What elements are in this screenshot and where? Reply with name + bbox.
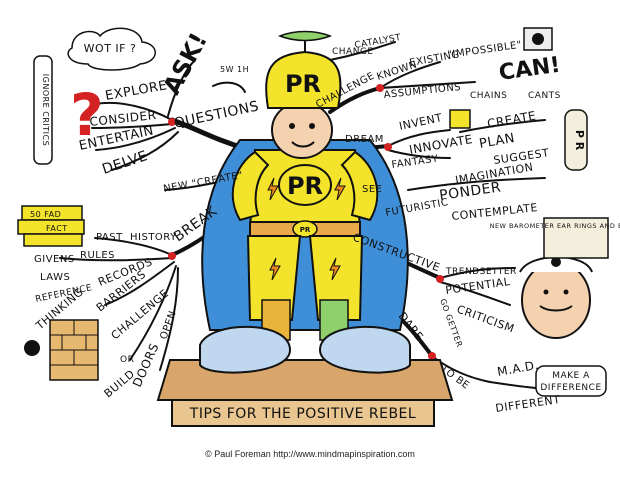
lightbulb-icon <box>449 109 471 129</box>
map-title: TIPS FOR THE POSITIVE REBEL <box>189 406 416 422</box>
scroll-letters: P R <box>573 130 586 151</box>
boots <box>199 325 411 374</box>
delve-label: DELVE <box>100 148 149 178</box>
brick-wall-icon <box>49 319 99 381</box>
explore-label: EXPLORE <box>104 78 168 104</box>
can-label: CAN! <box>497 53 562 86</box>
record-disc-icon <box>24 340 40 356</box>
impossible-label: "IMPOSSIBLE" <box>447 40 523 61</box>
invent-label: INVENT <box>398 111 444 133</box>
cants-label: CANTS <box>528 91 561 101</box>
doors-label: DOORS <box>130 341 162 389</box>
chest-letters: PR <box>287 172 323 200</box>
trendsetter-label: TRENDSETTER <box>445 267 517 277</box>
or-label: OR <box>120 355 134 365</box>
contemplate-label: CONTEMPLATE <box>451 201 538 223</box>
make-a-label: MAKE A <box>552 371 590 381</box>
chains-label: CHAINS <box>470 91 507 101</box>
laws-label: LAWS <box>40 272 70 283</box>
make-a-difference-box <box>535 365 607 397</box>
hat-note-label: NEW BAROMETER EAR RINGS AND BROLLY CAP <box>490 222 620 230</box>
change-label: CHANGE <box>332 47 374 57</box>
hat-letters: PR <box>285 70 321 98</box>
criticism-label: CRITICISM <box>455 303 516 336</box>
credit-line: © Paul Foreman http://www.mindmapinspira… <box>205 449 415 459</box>
open-label: OPEN <box>158 309 178 341</box>
difference-label: DIFFERENCE <box>540 383 601 393</box>
question-mark-icon: ? <box>70 81 104 149</box>
questions-label: QUESTIONS <box>173 98 261 132</box>
five-w-one-h-label: 5W 1H <box>220 65 249 74</box>
history-label: HISTORY <box>130 232 177 243</box>
book-stack-icon <box>17 205 85 247</box>
consider-label: CONSIDER <box>89 108 157 129</box>
mad-label: M.A.D. <box>496 358 540 379</box>
different-label: DIFFERENT <box>495 393 562 415</box>
thought-cloud <box>67 27 156 71</box>
book-fact-label: FACT <box>46 224 68 233</box>
ignore-critics-scroll <box>33 55 53 165</box>
rules-label: RULES <box>80 250 115 261</box>
belt-letters: PR <box>300 226 311 234</box>
character-head-right <box>519 256 593 339</box>
past-label: PAST <box>96 232 123 243</box>
ignore-critics-label: IGNORE CRITICS <box>41 74 50 146</box>
dream-label: DREAM <box>345 134 384 145</box>
givens-label: GIVENS <box>34 254 75 265</box>
create-label: CREATE <box>486 109 537 131</box>
hat-note-scroll <box>543 217 609 259</box>
book-fad-label: 50 FAD <box>30 210 61 219</box>
plan-label: PLAN <box>478 131 516 152</box>
chest-emblem <box>278 164 332 206</box>
head <box>271 101 333 159</box>
pr-scroll <box>564 109 588 171</box>
see-label: SEE <box>362 184 382 195</box>
costume <box>231 149 379 341</box>
hat <box>265 30 342 109</box>
wot-if-label: WOT IF ? <box>84 42 137 55</box>
